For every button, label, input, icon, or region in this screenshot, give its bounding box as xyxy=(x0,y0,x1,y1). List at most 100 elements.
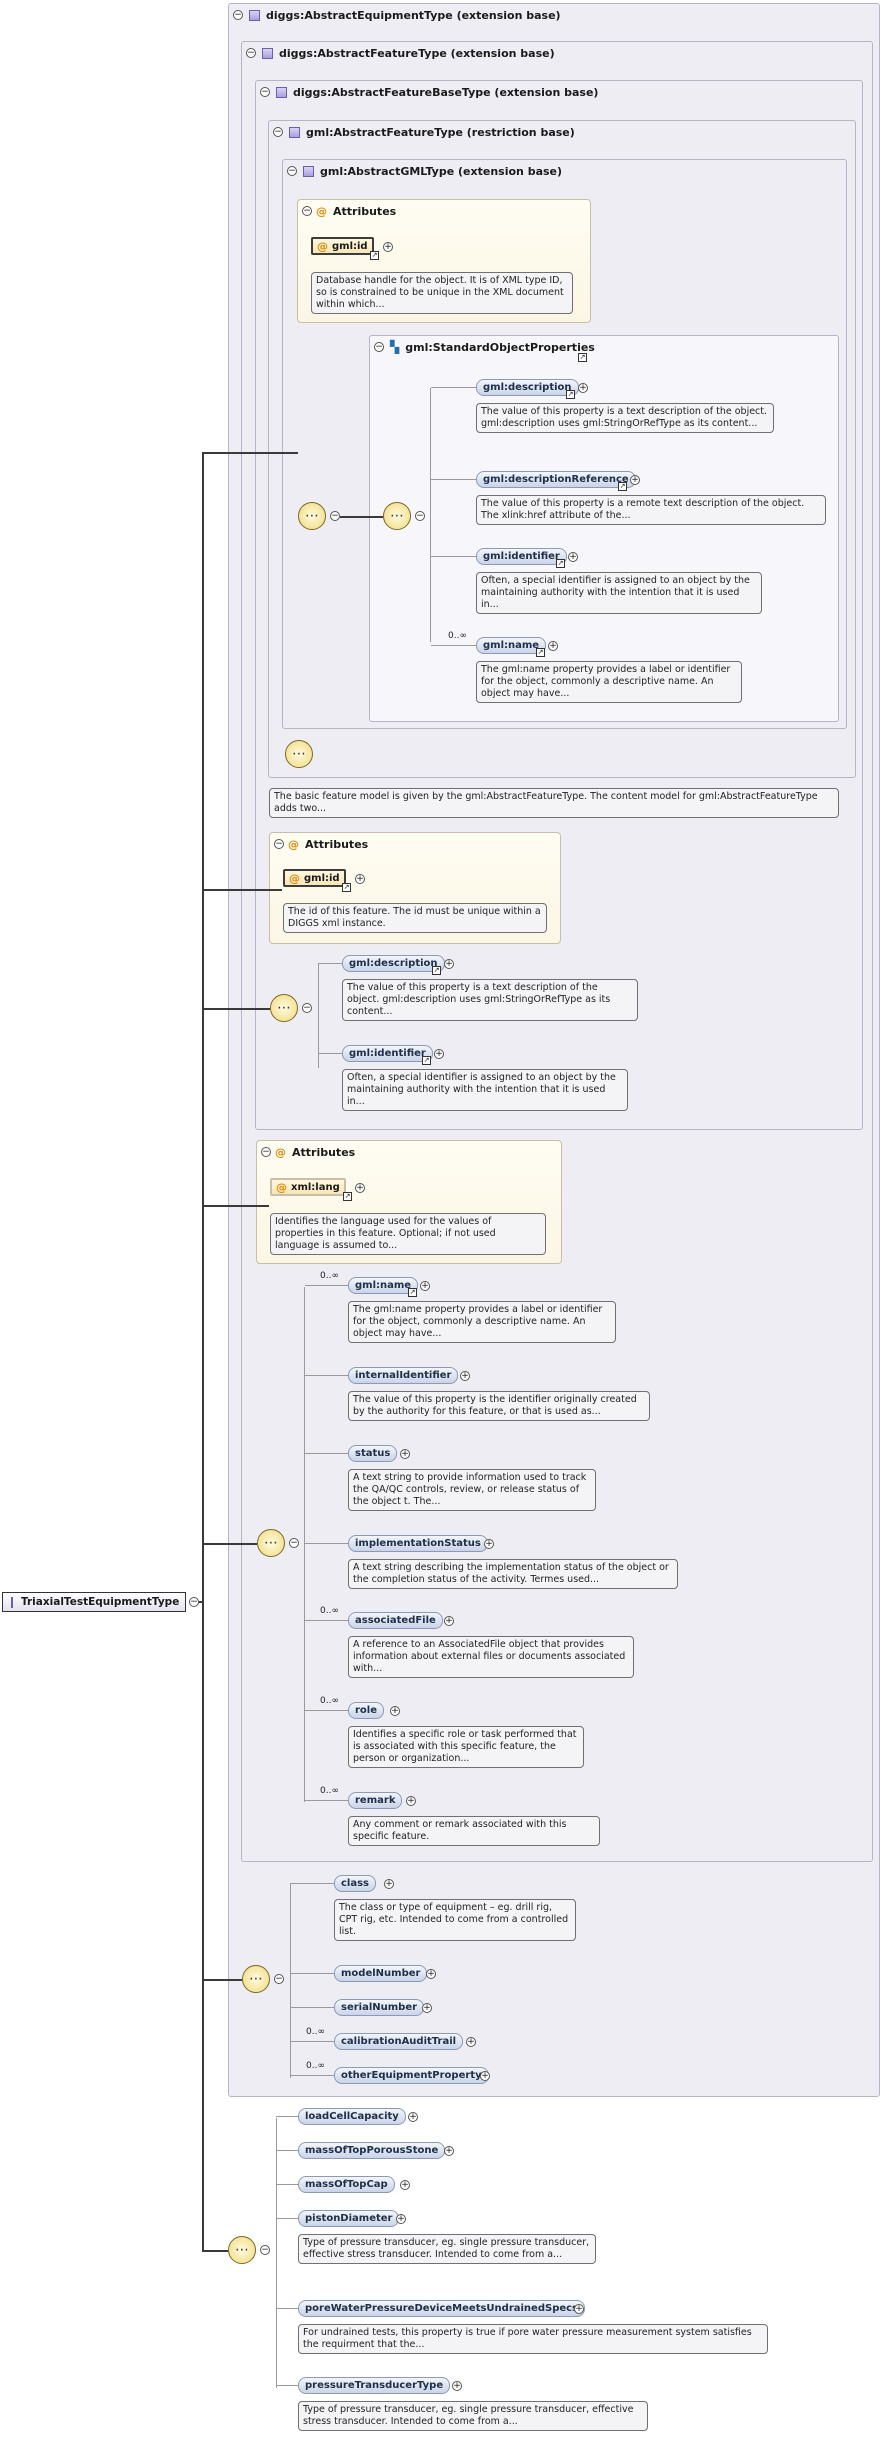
element-node[interactable]: massOfTopPorousStone xyxy=(298,2142,446,2159)
expand-icon[interactable]: + xyxy=(396,2214,406,2224)
root-connector xyxy=(196,1601,204,1603)
collapse-icon[interactable]: − xyxy=(189,1597,199,1607)
element-label: pistonDiameter xyxy=(305,2213,393,2224)
collapse-icon[interactable]: − xyxy=(274,839,284,849)
attribute-icon: @ xyxy=(289,871,300,885)
element-node[interactable]: modelNumber xyxy=(334,1965,428,1982)
branch-tick xyxy=(431,645,476,646)
element-node[interactable]: class xyxy=(334,1875,377,1892)
element-node[interactable]: gml:name xyxy=(476,637,547,654)
collapse-icon[interactable]: − xyxy=(260,2245,270,2255)
expand-icon[interactable]: + xyxy=(480,2071,490,2081)
abstract-equipment-type-label: diggs:AbstractEquipmentType (extension b… xyxy=(266,8,561,22)
element-doc: Often, a special identifier is assigned … xyxy=(476,572,762,614)
expand-icon[interactable]: + xyxy=(460,1371,470,1381)
expand-icon[interactable]: + xyxy=(408,2112,418,2122)
element-label: associatedFile xyxy=(355,1615,436,1626)
expand-icon[interactable]: + xyxy=(400,2180,410,2190)
expand-icon[interactable]: + xyxy=(444,959,454,969)
element-node[interactable]: gml:description xyxy=(342,955,445,972)
element-node[interactable]: gml:identifier xyxy=(476,548,567,565)
element-node[interactable]: gml:identifier xyxy=(342,1045,433,1062)
collapse-icon[interactable]: − xyxy=(260,87,270,97)
cardinality: 0..∞ xyxy=(320,1271,339,1281)
gml-id-label: gml:id xyxy=(304,872,340,884)
element-node[interactable]: pressureTransducerType xyxy=(298,2377,451,2394)
feature-gml-id-attribute[interactable]: @ gml:id xyxy=(283,869,346,887)
element-label: status xyxy=(355,1448,391,1459)
expand-icon[interactable]: + xyxy=(466,2037,476,2047)
element-node[interactable]: serialNumber xyxy=(334,1999,425,2016)
element-node[interactable]: associatedFile xyxy=(348,1612,443,1629)
element-node[interactable]: gml:description xyxy=(476,379,579,396)
sequence-icon: ⋯ xyxy=(383,502,411,530)
collapse-icon[interactable]: − xyxy=(374,342,384,352)
expand-icon[interactable]: + xyxy=(574,2304,584,2314)
expand-icon[interactable]: + xyxy=(400,1449,410,1459)
element-doc: For undrained tests, this property is tr… xyxy=(298,2324,768,2354)
collapse-icon[interactable]: − xyxy=(289,1538,299,1548)
collapse-icon[interactable]: − xyxy=(246,48,256,58)
attributes-title: Attributes xyxy=(292,1145,356,1159)
attributes-title: Attributes xyxy=(333,204,397,218)
collapse-icon[interactable]: − xyxy=(233,10,243,20)
expand-icon[interactable]: + xyxy=(422,2003,432,2013)
element-node[interactable]: role xyxy=(348,1702,385,1719)
expand-icon[interactable]: + xyxy=(383,242,393,252)
element-node[interactable]: gml:descriptionReference xyxy=(476,471,636,488)
collapse-icon[interactable]: − xyxy=(287,166,297,176)
element-node[interactable]: pistonDiameter xyxy=(298,2210,400,2227)
element-node[interactable]: poreWaterPressureDeviceMeetsUndrainedSpe… xyxy=(298,2300,586,2317)
collapse-icon[interactable]: − xyxy=(415,511,425,521)
element-node[interactable]: gml:name xyxy=(348,1277,419,1294)
expand-icon[interactable]: + xyxy=(426,1969,436,1979)
root-element[interactable]: TriaxialTestEquipmentType xyxy=(2,1592,186,1612)
link-arrow-icon: ↗ xyxy=(618,482,627,491)
element-node[interactable]: status xyxy=(348,1445,398,1462)
element-node[interactable]: calibrationAuditTrail xyxy=(334,2033,464,2050)
expand-icon[interactable]: + xyxy=(630,475,640,485)
attribute-icon: @ xyxy=(316,204,327,218)
attributes-header: − @ Attributes xyxy=(302,200,396,222)
element-doc: Any comment or remark associated with th… xyxy=(348,1816,600,1846)
branch-tick xyxy=(290,2007,334,2008)
collapse-icon[interactable]: − xyxy=(273,127,283,137)
branch-tick xyxy=(276,2116,298,2117)
branch-tick xyxy=(431,556,476,557)
element-node[interactable]: implementationStatus xyxy=(348,1535,488,1552)
expand-icon[interactable]: + xyxy=(568,552,578,562)
cardinality: 0..∞ xyxy=(448,631,467,641)
expand-icon[interactable]: + xyxy=(578,383,588,393)
branch-tick xyxy=(305,1710,348,1711)
expand-icon[interactable]: + xyxy=(444,1616,454,1626)
sequence-bracket xyxy=(318,964,319,1068)
collapse-icon[interactable]: − xyxy=(330,511,340,521)
expand-icon[interactable]: + xyxy=(406,1796,416,1806)
element-node[interactable]: remark xyxy=(348,1792,403,1809)
expand-icon[interactable]: + xyxy=(484,1539,494,1549)
collapse-icon[interactable]: − xyxy=(274,1974,284,1984)
standard-object-properties-box: − ▚ gml:StandardObjectProperties ↗ xyxy=(369,335,839,722)
expand-icon[interactable]: + xyxy=(355,1183,365,1193)
expand-icon[interactable]: + xyxy=(355,874,365,884)
collapse-icon[interactable]: − xyxy=(302,1003,312,1013)
element-node[interactable]: otherEquipmentProperty xyxy=(334,2067,489,2084)
collapse-icon[interactable]: − xyxy=(261,1147,271,1157)
element-node[interactable]: massOfTopCap xyxy=(298,2176,395,2193)
element-node[interactable]: internalIdentifier xyxy=(348,1367,459,1384)
expand-icon[interactable]: + xyxy=(434,1049,444,1059)
expand-icon[interactable]: + xyxy=(444,2146,454,2156)
sequence-bracket xyxy=(276,2118,277,2388)
expand-icon[interactable]: + xyxy=(548,641,558,651)
expand-icon[interactable]: + xyxy=(452,2381,462,2391)
element-doc: Type of pressure transducer, eg. single … xyxy=(298,2234,596,2264)
gml-id-attribute[interactable]: @ gml:id xyxy=(311,237,374,255)
expand-icon[interactable]: + xyxy=(420,1281,430,1291)
sequence-icon: ⋯ xyxy=(242,1965,270,1993)
expand-icon[interactable]: + xyxy=(384,1879,394,1889)
collapse-icon[interactable]: − xyxy=(302,206,312,216)
xml-lang-attribute[interactable]: @ xml:lang xyxy=(270,1178,346,1196)
expand-icon[interactable]: + xyxy=(390,1706,400,1716)
element-label: implementationStatus xyxy=(355,1538,481,1549)
element-node[interactable]: loadCellCapacity xyxy=(298,2108,406,2125)
